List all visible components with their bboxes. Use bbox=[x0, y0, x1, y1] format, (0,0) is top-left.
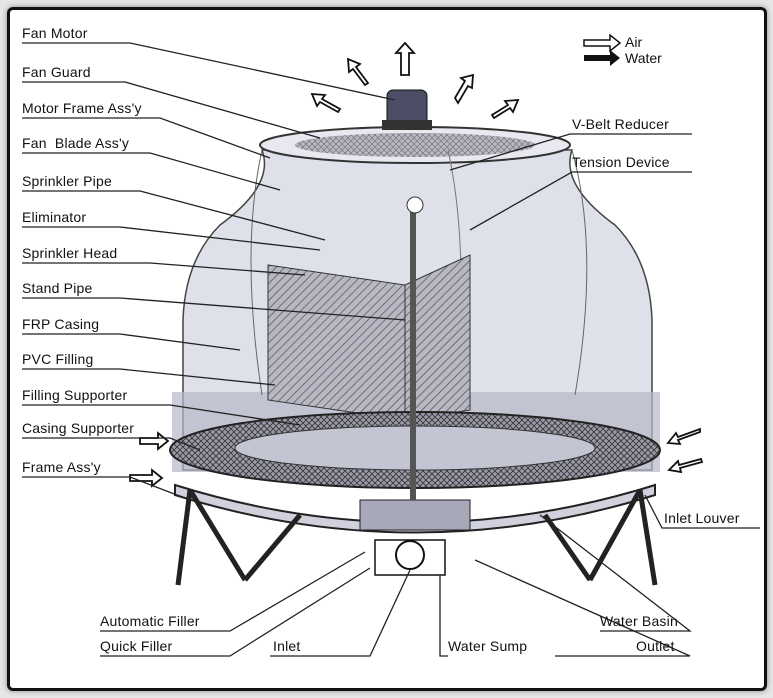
legend-water-label: Water bbox=[625, 50, 662, 66]
label-filling-supporter: Filling Supporter bbox=[22, 387, 128, 403]
label-pvc-filling: PVC Filling bbox=[22, 351, 94, 367]
legend-air-label: Air bbox=[625, 34, 643, 50]
label-quick-filler: Quick Filler bbox=[100, 638, 173, 654]
label-v-belt-reducer: V-Belt Reducer bbox=[572, 116, 669, 132]
fan-motor bbox=[382, 89, 432, 214]
label-sprinkler-head: Sprinkler Head bbox=[22, 245, 118, 261]
label-eliminator: Eliminator bbox=[22, 209, 87, 225]
label-water-sump: Water Sump bbox=[448, 638, 528, 654]
label-inlet: Inlet bbox=[273, 638, 301, 654]
label-stand-pipe: Stand Pipe bbox=[22, 280, 93, 296]
label-water-basin: Water Basin bbox=[600, 613, 678, 629]
label-fan-motor: Fan Motor bbox=[22, 25, 88, 41]
air-legend-arrow bbox=[583, 33, 622, 53]
frame-legs bbox=[175, 488, 658, 586]
label-casing-supporter: Casing Supporter bbox=[22, 420, 135, 436]
pvc-filling bbox=[267, 254, 471, 421]
label-frp-casing: FRP Casing bbox=[22, 316, 100, 332]
leader-lines bbox=[22, 42, 760, 657]
label-outlet: Outlet bbox=[636, 638, 675, 654]
label-inlet-louver: Inlet Louver bbox=[664, 510, 740, 526]
water-legend-arrow bbox=[584, 50, 620, 66]
label-frame-assy: Frame Ass'y bbox=[22, 459, 101, 475]
label-fan-blade: Fan Blade Ass'y bbox=[22, 135, 130, 151]
label-automatic-filler: Automatic Filler bbox=[100, 613, 200, 629]
stand-pipe bbox=[410, 210, 416, 500]
air-arrows bbox=[129, 41, 704, 488]
label-fan-guard: Fan Guard bbox=[22, 64, 91, 80]
label-tension-device: Tension Device bbox=[572, 154, 670, 170]
label-motor-frame: Motor Frame Ass'y bbox=[22, 100, 142, 116]
label-sprinkler-pipe: Sprinkler Pipe bbox=[22, 173, 112, 189]
